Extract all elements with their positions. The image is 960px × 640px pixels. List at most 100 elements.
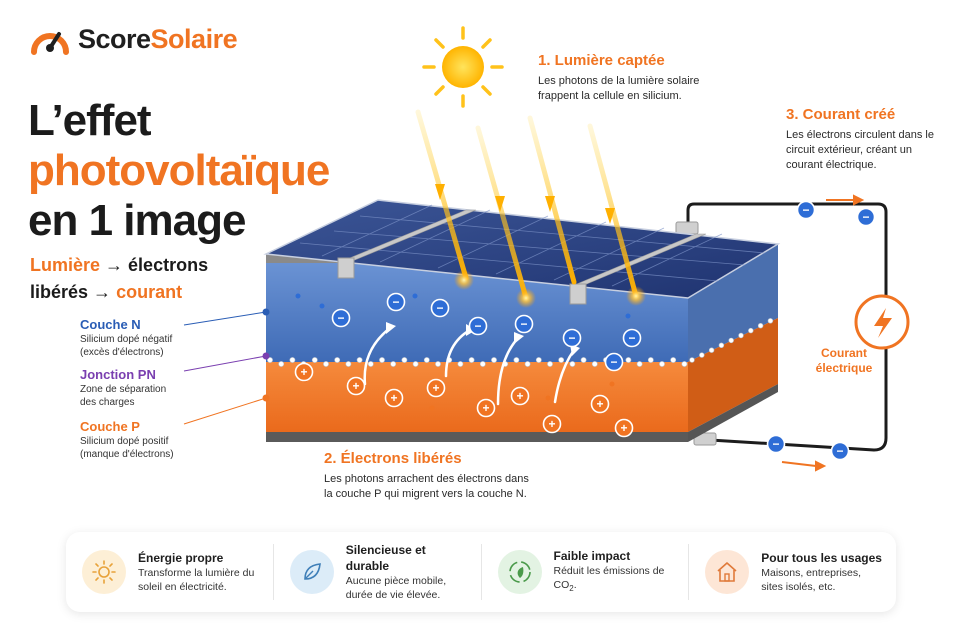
brand-name-part2: Solaire	[150, 23, 238, 54]
junction-bead	[738, 332, 744, 339]
hole: +	[294, 362, 314, 382]
svg-text:−: −	[392, 295, 399, 309]
electron: −	[604, 352, 624, 372]
brand-logo: ScoreSolaire	[28, 22, 238, 56]
svg-text:−: −	[772, 437, 779, 451]
junction-bead	[457, 361, 464, 367]
junction-bead	[278, 361, 285, 367]
base-layer	[266, 432, 688, 442]
feature-clean-energy: Énergie propre Transforme la lumière du …	[66, 544, 274, 600]
step-2: 2. Électrons libérés Les photons arrache…	[324, 448, 534, 502]
junction-bead	[356, 357, 363, 363]
step-2-title: 2. Électrons libérés	[324, 450, 462, 467]
svg-text:+: +	[516, 389, 523, 403]
svg-text:−: −	[520, 317, 527, 331]
pn-junction	[267, 318, 774, 367]
junction-bead	[435, 361, 441, 367]
circuit-electron: −	[830, 441, 850, 461]
title-line-3: en 1 image	[28, 196, 246, 245]
feature-low-impact: Faible impact Réduit les émissions de CO…	[482, 544, 690, 600]
step-2-desc: Les photons arrachent des électrons dans…	[324, 473, 529, 500]
base-side	[688, 384, 778, 442]
circuit-electron: −	[766, 434, 786, 454]
title-line-2: photovoltaïque	[28, 146, 330, 195]
layer-label-p: Couche P Silicium dopé positif (manque d…	[80, 418, 250, 461]
electron-migration-arrows	[363, 326, 576, 406]
p-layer	[266, 362, 688, 432]
sun-icon	[82, 550, 126, 594]
current-label-line-2: électrique	[815, 361, 873, 375]
electron: −	[430, 298, 450, 318]
circuit-flow-arrows	[781, 194, 865, 472]
svg-text:−: −	[862, 210, 869, 224]
svg-text:+: +	[352, 379, 359, 393]
junction-bead	[569, 361, 576, 367]
hole: +	[510, 386, 530, 406]
gauge-icon	[31, 32, 69, 55]
junction-bead	[367, 361, 374, 367]
summary-word-3: libérés →	[30, 282, 112, 302]
junction-bead	[334, 357, 341, 363]
junction-bead	[670, 357, 677, 363]
junction-bead	[423, 357, 430, 363]
brand-name: ScoreSolaire	[78, 23, 238, 55]
summary-word-1: Lumière	[30, 255, 101, 275]
electron: −	[386, 292, 406, 312]
svg-text:+: +	[482, 401, 489, 415]
feature-all-uses: Pour tous les usages Maisons, entreprise…	[689, 544, 896, 600]
layer-label-pn-desc: Zone de séparation des charges	[80, 384, 167, 408]
junction-bead	[311, 357, 318, 363]
junction-bead	[614, 361, 621, 367]
current-label: Courant électrique	[804, 346, 884, 376]
junction-bead	[412, 361, 419, 367]
junction-bead	[636, 361, 643, 367]
layer-label-pn: Jonction PN Zone de séparation des charg…	[80, 366, 250, 409]
leaf-icon	[289, 550, 334, 594]
hole: +	[384, 388, 404, 408]
junction-bead	[708, 347, 715, 353]
panel-grid	[299, 204, 766, 287]
svg-text:+: +	[548, 417, 555, 431]
current-label-line-1: Courant	[821, 346, 867, 360]
junction-bead	[289, 357, 296, 363]
step-1-title: 1. Lumière captée	[538, 52, 665, 69]
hole: +	[542, 414, 562, 434]
feature-3-desc-sub: 2	[569, 584, 574, 594]
charge-dots	[295, 293, 631, 411]
layer-label-n: Couche N Silicium dopé négatif (excès d'…	[80, 316, 250, 359]
junction-bead	[323, 361, 329, 367]
svg-text:+: +	[432, 381, 439, 395]
junction-bead	[699, 352, 705, 358]
house-icon	[705, 550, 750, 594]
p-layer-side	[688, 318, 778, 432]
feature-4-desc: Maisons, entreprises, sites isolés, etc.	[761, 567, 862, 593]
svg-text:−: −	[436, 301, 443, 315]
features-bar: Énergie propre Transforme la lumière du …	[66, 532, 896, 612]
junction-bead	[446, 357, 453, 363]
junction-bead	[757, 323, 764, 329]
layer-label-n-desc: Silicium dopé négatif (excès d'électrons…	[80, 334, 173, 358]
svg-text:−: −	[474, 319, 481, 333]
svg-text:−: −	[836, 444, 843, 458]
svg-text:+: +	[620, 421, 627, 435]
junction-bead	[558, 357, 565, 363]
junction-bead	[524, 361, 531, 367]
junction-bead	[345, 361, 352, 367]
junction-bead	[748, 327, 754, 334]
feature-2-title: Silencieuse et durable	[345, 543, 426, 573]
junction-bead	[479, 361, 486, 367]
page-title: L’effet photovoltaïque en 1 image	[28, 96, 330, 246]
feature-3-title: Faible impact	[553, 548, 631, 563]
summary-word-2: → électrons	[105, 255, 209, 275]
circuit-electron: −	[856, 207, 876, 227]
brand-name-part1: Score	[78, 23, 151, 54]
hole: +	[590, 394, 610, 414]
svg-text:+: +	[300, 365, 307, 379]
hole: +	[614, 418, 634, 438]
electron: −	[562, 328, 582, 348]
junction-bead	[502, 361, 509, 367]
feature-1-desc: Transforme la lumière du soleil en élect…	[138, 567, 255, 593]
junction-bead	[379, 357, 385, 363]
junction-bead	[535, 357, 542, 363]
junction-bead	[580, 357, 587, 363]
